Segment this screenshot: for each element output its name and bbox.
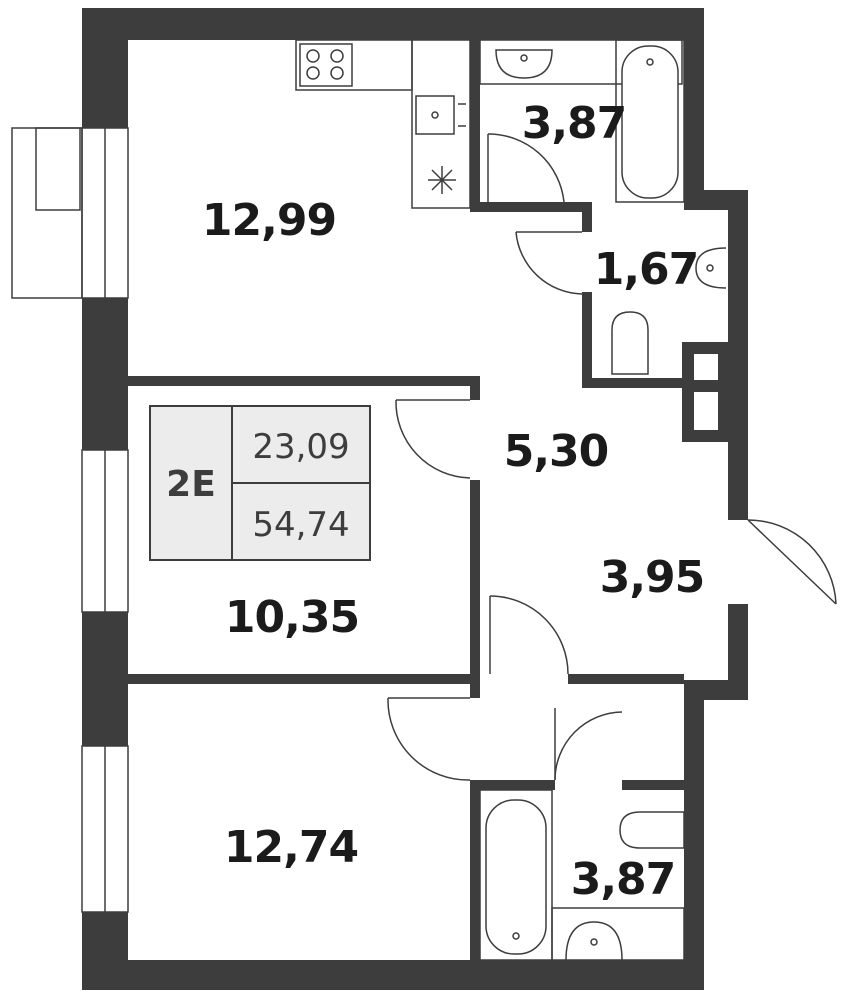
bedroom-2-area: 12,74 (224, 822, 358, 873)
corridor-area: 3,95 (600, 552, 705, 603)
fridge-icon (428, 166, 456, 194)
kitchen-area: 12,99 (202, 195, 336, 246)
washbasin-icon (479, 39, 683, 85)
balcony (11, 127, 83, 299)
apartment-legend: 2E 23,09 54,74 (149, 405, 371, 561)
washbasin-icon (695, 247, 727, 289)
windows (81, 127, 129, 913)
bathtub-icon (615, 39, 685, 203)
kitchen-sink-icon (415, 95, 466, 135)
toilet-icon (611, 311, 649, 375)
bathtub-icon (479, 789, 553, 961)
interior-walls (128, 40, 730, 960)
washbasin-icon (551, 907, 685, 961)
outer-walls (82, 8, 748, 990)
bathroom-bottom-area: 3,87 (571, 854, 676, 905)
living-area-value: 23,09 (252, 427, 349, 467)
bathroom-top-area: 3,87 (522, 98, 627, 149)
wc-area: 1,67 (594, 244, 699, 295)
total-area-value: 54,74 (252, 505, 349, 545)
hall-area: 5,30 (504, 426, 609, 477)
doors (387, 133, 837, 781)
bedroom-1-area: 10,35 (225, 592, 359, 643)
stove-icon (299, 43, 353, 87)
apartment-type-code: 2E (166, 464, 216, 505)
kitchen-counter (295, 39, 471, 209)
toilet-icon (619, 811, 685, 849)
